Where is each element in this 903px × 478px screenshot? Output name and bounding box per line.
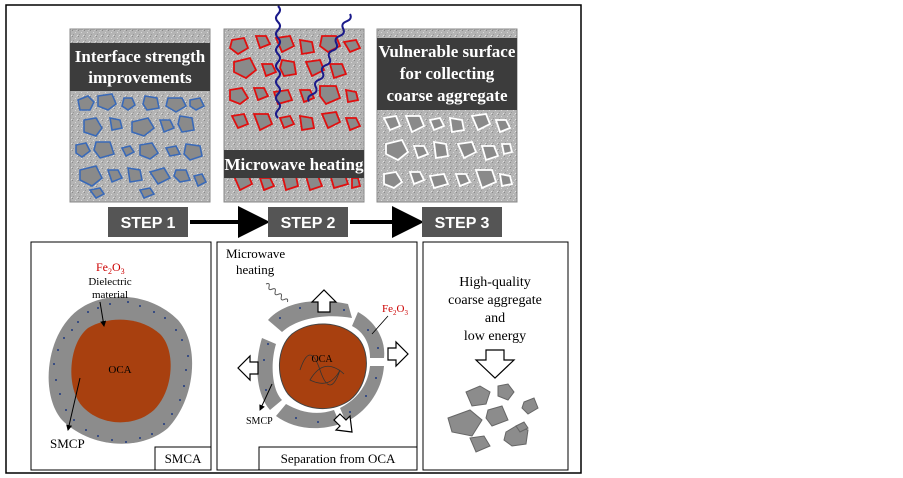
- box1-caption-box: [154, 446, 212, 471]
- step3-overlay-box: [377, 38, 517, 110]
- expansion-arrows: [237, 289, 409, 433]
- box-smca: OCA Fe2O3 Dielectric material SMCP SMCA: [30, 241, 212, 471]
- microwave-wave-2: [307, 13, 352, 103]
- step2-box: [268, 207, 348, 237]
- box2-dots: [263, 305, 379, 423]
- microwave-wave-1: [275, 5, 281, 119]
- box2-microwave-line2: heating: [236, 262, 275, 277]
- step1-overlay-box: [70, 43, 210, 91]
- step2-overlay-text: Microwave heating: [225, 155, 364, 174]
- box3-line2: coarse aggregate: [448, 293, 542, 308]
- panel-step2: Microwave heating: [223, 5, 365, 203]
- box2-microwave-line1: Microwave: [226, 246, 285, 261]
- oca-core: [71, 319, 171, 423]
- box3-line4: low energy: [464, 329, 526, 344]
- box2-fe2o3-label: Fe2O3: [382, 303, 408, 317]
- box2-smcp-label: SMCP: [246, 416, 273, 427]
- outer-frame: [5, 4, 582, 474]
- step3-box: [422, 207, 502, 237]
- box-separation: Microwave heating OCA Fe2O3 SMCP: [216, 241, 418, 471]
- aggregates-red: [228, 35, 362, 192]
- clean-aggregates: [447, 383, 539, 453]
- box2-fe2o3-pointer: [371, 315, 389, 335]
- box1-dielectric-line2: material: [92, 289, 128, 301]
- step2-label: STEP 2: [281, 215, 336, 232]
- step3-overlay-line2: for collecting: [400, 64, 495, 83]
- step3-overlay-line3: coarse aggregate: [387, 86, 508, 105]
- box1-caption: SMCA: [165, 451, 202, 466]
- step3-label: STEP 3: [435, 215, 490, 232]
- step1-label: STEP 1: [121, 215, 176, 232]
- box2-caption-box: [258, 446, 418, 471]
- step1-overlay-line2: improvements: [88, 68, 192, 87]
- step2-overlay-box: [224, 150, 364, 178]
- box1-smcp-pointer: [66, 377, 81, 431]
- panel-step1: Interface strength improvements: [69, 28, 211, 203]
- box2-oca-label: OCA: [311, 354, 333, 365]
- step1-box: [108, 207, 188, 237]
- aggregates-blue: [75, 93, 208, 200]
- smcp-fragments: [257, 301, 385, 429]
- box3-line1: High-quality: [459, 275, 531, 290]
- box2-wave: [265, 282, 289, 303]
- box2-heat-path: [299, 354, 345, 386]
- box-result: High-quality coarse aggregate and low en…: [422, 241, 569, 471]
- box3-down-arrow: [474, 349, 516, 379]
- box2-oca-core: [278, 323, 367, 410]
- box1-fe2o3-label: Fe2O3: [96, 260, 125, 276]
- box2-smcp-pointer: [259, 383, 273, 411]
- step1-overlay-line1: Interface strength: [75, 47, 206, 66]
- box2-caption: Separation from OCA: [281, 451, 396, 466]
- box1-smcp-label: SMCP: [50, 436, 85, 451]
- aggregates-white: [382, 113, 514, 190]
- box1-dielectric-line1: Dielectric: [88, 276, 131, 288]
- panel-step3: Vulnerable surface for collecting coarse…: [376, 28, 518, 203]
- box1-fe2o3-pointer: [99, 301, 107, 327]
- box1-oca-label: OCA: [108, 364, 131, 376]
- step3-overlay-line1: Vulnerable surface: [379, 42, 516, 61]
- box3-line3: and: [485, 311, 505, 326]
- fe2o3-dots: [53, 301, 189, 443]
